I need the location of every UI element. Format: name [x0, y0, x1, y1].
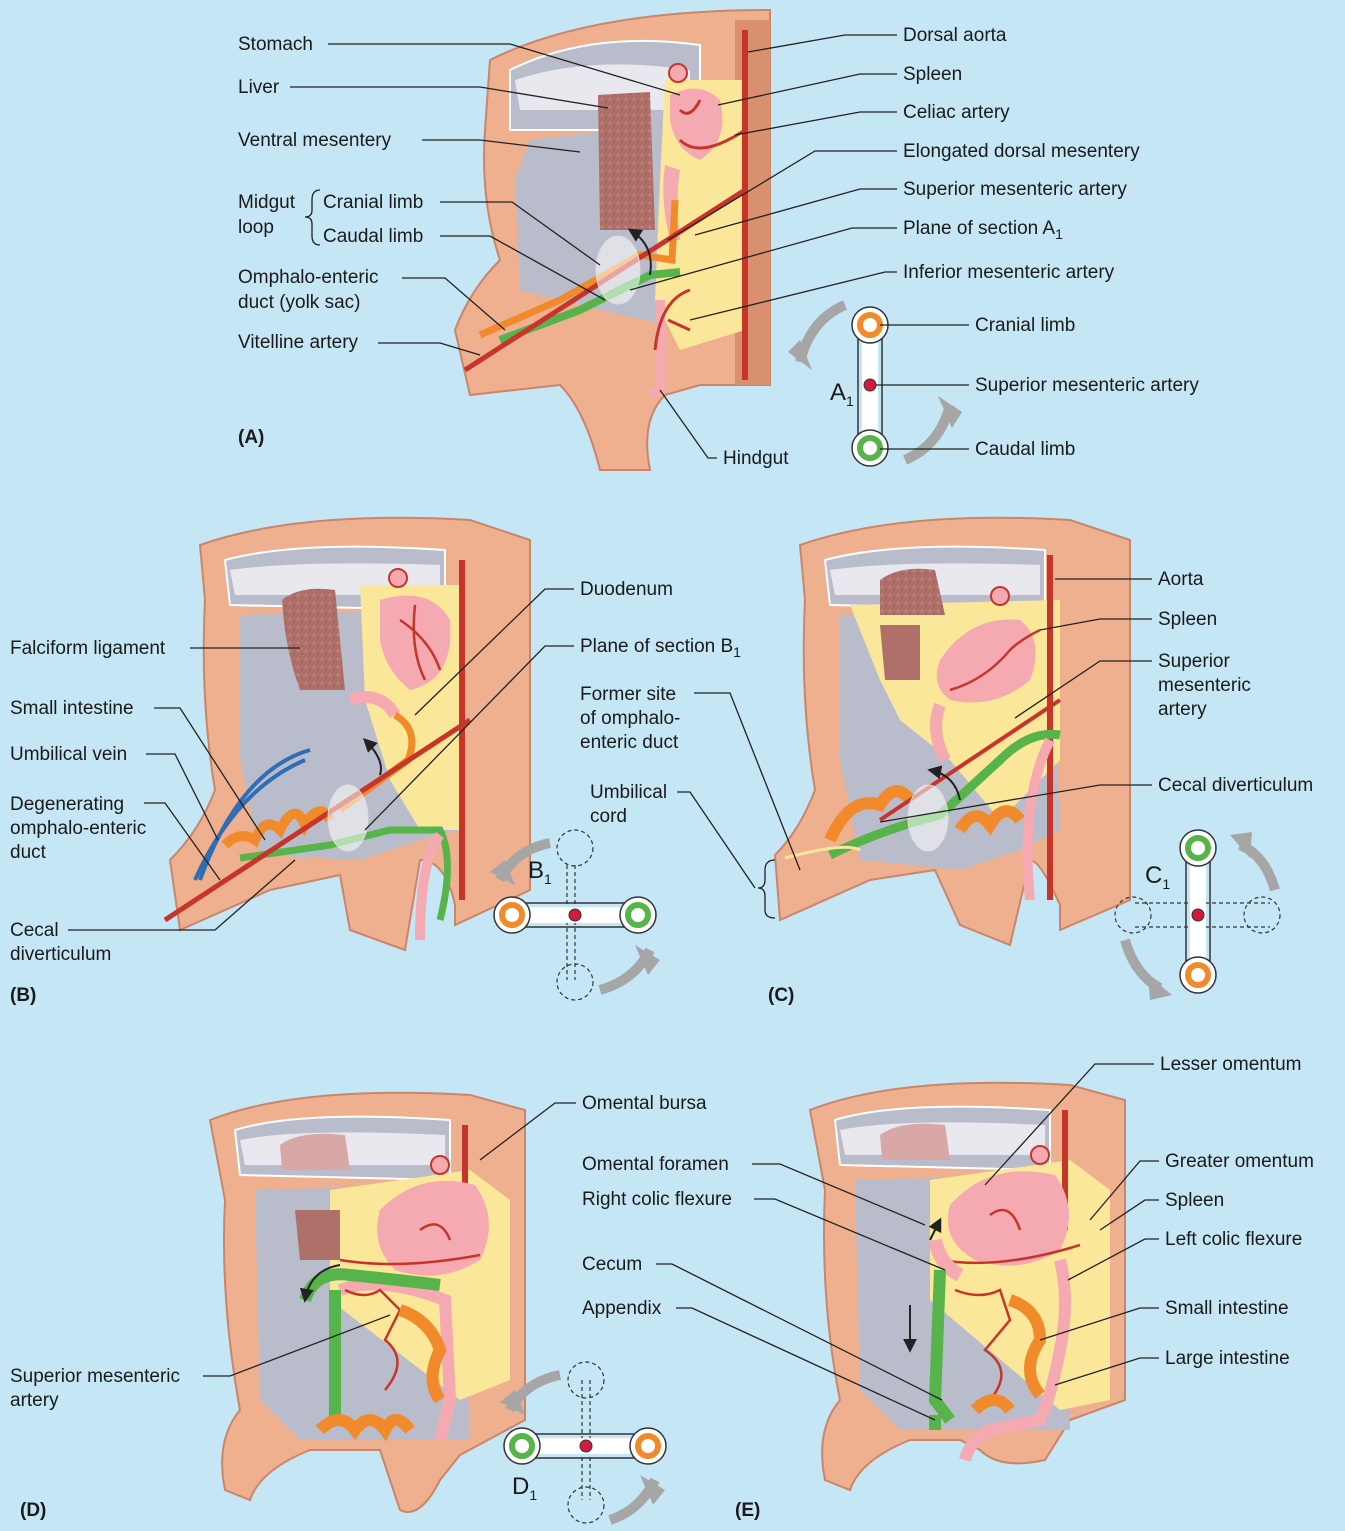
liver-shape — [598, 92, 655, 230]
label-dorsal-aorta: Dorsal aorta — [903, 25, 1007, 46]
label-lesser-omentum: Lesser omentum — [1160, 1054, 1302, 1075]
label-spleen-e: Spleen — [1165, 1190, 1224, 1211]
label-elongated-dorsal-mesentery: Elongated dorsal mesentery — [903, 141, 1140, 162]
label-stomach: Stomach — [238, 34, 313, 55]
inset-b1: B1 — [490, 830, 660, 1000]
panel-letter-a: (A) — [238, 427, 264, 448]
label-cecum: Cecum — [582, 1254, 642, 1275]
label-falciform-ligament: Falciform ligament — [10, 638, 166, 659]
panel-letter-c: (C) — [768, 985, 794, 1006]
label-omental-bursa: Omental bursa — [582, 1093, 707, 1114]
label-degenerating-line3: duct — [10, 842, 47, 863]
label-vitelline-artery: Vitelline artery — [238, 332, 359, 353]
label-former-line2: of omphalo- — [580, 708, 680, 729]
label-omphalo-line1: Omphalo-enteric — [238, 267, 378, 288]
label-small-intestine-e: Small intestine — [1165, 1298, 1289, 1319]
label-sma-d-line1: Superior mesenteric — [10, 1366, 180, 1387]
label-omental-foramen: Omental foramen — [582, 1154, 729, 1175]
inset-b1-label: B1 — [528, 857, 552, 887]
rotation-arrow-a1-bottom — [905, 405, 950, 460]
label-spleen-a: Spleen — [903, 64, 962, 85]
rotation-arrow-a1-top — [800, 305, 845, 362]
label-omphalo-line2: duct (yolk sac) — [238, 292, 360, 313]
label-sma-c-line1: Superior — [1158, 651, 1230, 672]
label-sma-c-line3: artery — [1158, 699, 1207, 720]
label-umbilical-vein: Umbilical vein — [10, 744, 127, 765]
label-caudal-limb: Caudal limb — [323, 226, 423, 247]
label-plane-a1: Plane of section A1 — [903, 218, 1063, 242]
panel-letter-e: (E) — [735, 1500, 760, 1521]
label-cecal-diverticulum-c: Cecal diverticulum — [1158, 775, 1313, 796]
panel-b: Falciform ligament Small intestine Umbil… — [10, 518, 741, 1006]
label-liver: Liver — [238, 77, 280, 98]
label-hindgut: Hindgut — [723, 448, 789, 469]
label-ventral-mesentery: Ventral mesentery — [238, 130, 392, 151]
panel-a: Stomach Liver Ventral mesentery Midgut l… — [238, 10, 1199, 470]
panel-d-drawing — [210, 1093, 525, 1512]
label-superior-mesenteric-artery-a: Superior mesenteric artery — [903, 179, 1127, 200]
umbilical-cord-brace — [758, 860, 775, 918]
panel-b-drawing — [165, 518, 530, 950]
inset-c1-label: C1 — [1145, 862, 1170, 892]
label-midgut: Midgut — [238, 192, 296, 213]
inset-label-cranial-limb: Cranial limb — [975, 315, 1075, 336]
inset-a1-label: A1 — [830, 379, 854, 409]
label-umbilical-line1: Umbilical — [590, 782, 667, 803]
midgut-brace — [305, 190, 320, 245]
label-inferior-mesenteric-artery: Inferior mesenteric artery — [903, 262, 1115, 283]
label-former-line3: enteric duct — [580, 732, 679, 753]
inset-d1-label: D1 — [512, 1473, 537, 1503]
label-large-intestine: Large intestine — [1165, 1348, 1290, 1369]
inset-d1: D1 — [500, 1362, 666, 1523]
inset-c1: C1 — [1115, 830, 1280, 1000]
label-appendix: Appendix — [582, 1298, 662, 1319]
label-greater-omentum: Greater omentum — [1165, 1151, 1314, 1172]
label-aorta: Aorta — [1158, 569, 1204, 590]
label-spleen-c: Spleen — [1158, 609, 1217, 630]
panel-c-drawing — [775, 518, 1130, 945]
label-loop: loop — [238, 217, 274, 238]
label-small-intestine-b: Small intestine — [10, 698, 134, 719]
panel-a-drawing — [455, 10, 770, 470]
panel-e: Lesser omentum Omental foramen Right col… — [582, 1054, 1314, 1521]
label-cecal-line2: diverticulum — [10, 944, 111, 965]
label-duodenum: Duodenum — [580, 579, 673, 600]
label-right-colic-flexure: Right colic flexure — [582, 1189, 732, 1210]
label-sma-c-line2: mesenteric — [1158, 675, 1251, 696]
panel-c: Former site of omphalo- enteric duct Umb… — [580, 518, 1313, 1006]
label-former-line1: Former site — [580, 684, 676, 705]
label-degenerating-line1: Degenerating — [10, 794, 124, 815]
inset-label-sma: Superior mesenteric artery — [975, 375, 1199, 396]
label-umbilical-line2: cord — [590, 806, 627, 827]
label-plane-b1: Plane of section B1 — [580, 636, 741, 660]
label-cranial-limb: Cranial limb — [323, 192, 423, 213]
inset-label-caudal-limb: Caudal limb — [975, 439, 1075, 460]
label-cecal-line1: Cecal — [10, 920, 59, 941]
label-degenerating-line2: omphalo-enteric — [10, 818, 146, 839]
panel-letter-b: (B) — [10, 985, 36, 1006]
label-celiac-artery: Celiac artery — [903, 102, 1010, 123]
inset-a1: A1 Cranial limb Superior mesenteric arte… — [788, 305, 1199, 466]
label-left-colic-flexure: Left colic flexure — [1165, 1229, 1302, 1250]
panel-e-drawing — [810, 1083, 1125, 1490]
label-sma-d-line2: artery — [10, 1390, 59, 1411]
panel-letter-d: (D) — [20, 1500, 46, 1521]
